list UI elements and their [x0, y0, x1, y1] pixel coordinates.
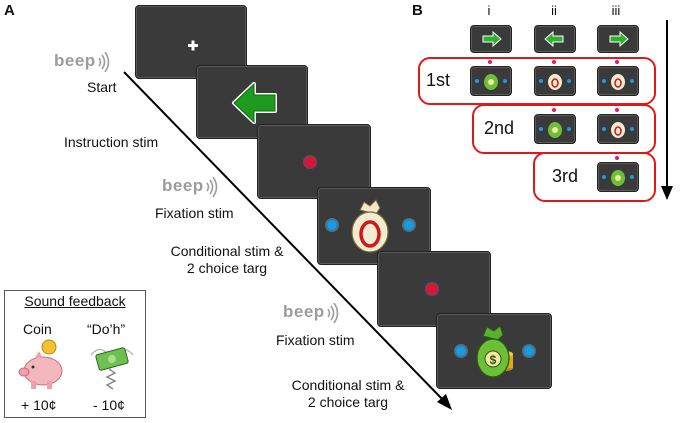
minus-value: - 10¢ [93, 397, 125, 413]
panel-b-letter: B [412, 2, 423, 19]
sound-feedback-box: Sound feedback Coin “Do’h” + 10¢ - 10¢ [4, 290, 146, 418]
b-instruction-iii [597, 25, 639, 53]
sound-wave-icon [327, 303, 338, 323]
green-bag-target-icon [602, 170, 634, 186]
label-fixation-2: Fixation stim [276, 332, 355, 348]
zero-bag-target-icon [539, 74, 571, 90]
fixation-screen-1 [257, 124, 371, 199]
row-outline-3rd [533, 152, 656, 202]
label-conditional-1-line1: Conditional stim & [170, 243, 284, 259]
right-arrow-icon [609, 30, 629, 48]
money-bag-icon [351, 199, 389, 253]
column-label-iii: iii [611, 3, 621, 18]
beep-sound-1: beep [54, 51, 109, 72]
b-2nd-ii [534, 114, 576, 144]
money-bag-icon: $ [476, 325, 510, 378]
label-start: Start [87, 79, 117, 95]
zero-bag-target-icon [602, 122, 634, 138]
conditional-stim-2: $ [454, 325, 536, 378]
blue-target-icon [325, 218, 339, 232]
trial-order-arrow [661, 20, 673, 200]
right-arrow-icon [482, 30, 502, 48]
feedback-title: Sound feedback [24, 293, 126, 309]
red-dot-icon [303, 155, 317, 169]
beep-sound-3: beep [283, 302, 338, 323]
beep-text: beep [162, 176, 204, 195]
plus-icon [188, 40, 198, 51]
b-3rd-iii [597, 162, 639, 192]
red-dot-icon [425, 282, 439, 296]
label-conditional-1-line2: 2 choice targ [186, 260, 268, 276]
flying-money-icon [90, 347, 134, 390]
b-instruction-ii [534, 25, 576, 53]
green-bag-target-icon [475, 74, 507, 90]
label-conditional-1: Conditional stim & 2 choice targ [142, 243, 312, 277]
label-fixation-1: Fixation stim [155, 205, 234, 221]
conditional-screen-2: $ [436, 313, 552, 389]
b-instruction-i [470, 25, 512, 53]
label-conditional-2: Conditional stim & 2 choice targ [262, 377, 434, 411]
blue-target-icon [402, 218, 416, 232]
label-conditional-2-line2: 2 choice targ [307, 394, 389, 410]
b-1st-ii [534, 66, 576, 96]
blue-target-icon [454, 344, 468, 358]
column-label-ii: ii [551, 3, 557, 18]
zero-bag-target-icon [602, 74, 634, 90]
sound-wave-icon [98, 52, 109, 72]
conditional-stim-1 [325, 199, 416, 253]
green-bag-target-icon [539, 122, 571, 138]
panel-a-letter: A [4, 2, 15, 19]
plus-value: + 10¢ [21, 397, 57, 413]
left-arrow-icon [232, 82, 277, 124]
beep-text: beep [54, 51, 96, 70]
label-instruction: Instruction stim [64, 134, 159, 150]
beep-sound-2: beep [162, 176, 217, 197]
piggy-bank-icon [18, 339, 63, 389]
b-1st-i [470, 66, 512, 96]
row-label-2nd: 2nd [484, 118, 515, 138]
sound-wave-icon [206, 177, 217, 197]
doh-label: “Do’h” [87, 321, 126, 337]
conditional-screen-1 [317, 187, 431, 265]
column-label-i: i [487, 3, 491, 18]
coin-label: Coin [23, 321, 52, 337]
svg-text:$: $ [490, 353, 497, 367]
label-conditional-2-line1: Conditional stim & [291, 377, 405, 393]
left-arrow-icon [544, 30, 564, 48]
blue-target-icon [522, 344, 536, 358]
b-2nd-iii [597, 114, 639, 144]
row-label-1st: 1st [426, 70, 451, 90]
row-label-3rd: 3rd [552, 166, 579, 186]
beep-text: beep [283, 302, 325, 321]
b-1st-iii [597, 66, 639, 96]
